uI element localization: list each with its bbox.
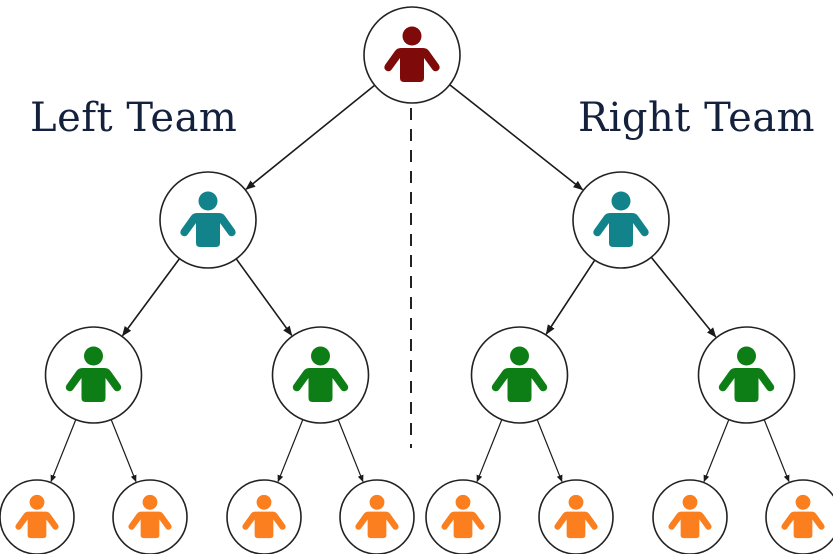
person-icon <box>242 494 286 539</box>
edge-left-a-to-left-a2 <box>110 419 137 483</box>
person-icon <box>718 346 775 402</box>
node-left-b <box>271 326 370 424</box>
edges <box>50 84 790 483</box>
edge-root-to-left-lead <box>245 84 376 190</box>
node-right-b1 <box>652 479 728 554</box>
edge-right-a-to-right-a2 <box>536 419 563 483</box>
edge-left-lead-to-left-a <box>121 258 181 337</box>
edge-left-b-to-left-b2 <box>337 419 364 483</box>
node-left-a2 <box>112 479 188 554</box>
nodes <box>0 6 833 554</box>
node-left-b1 <box>226 479 302 554</box>
person-icon <box>128 494 172 539</box>
person-icon <box>491 346 548 402</box>
node-root <box>363 6 461 104</box>
person-icon <box>384 26 440 82</box>
person-icon <box>593 191 649 247</box>
person-icon <box>554 494 598 539</box>
person-icon <box>65 346 122 402</box>
edge-left-a-to-left-a1 <box>50 419 77 483</box>
edge-right-b-to-right-b1 <box>703 419 730 483</box>
node-right-a1 <box>425 479 501 554</box>
person-icon <box>292 346 349 402</box>
edge-left-lead-to-left-b <box>235 258 293 337</box>
edge-right-lead-to-right-a <box>545 259 596 335</box>
right-team-label: Right Team <box>578 95 816 141</box>
node-right-a <box>470 326 569 424</box>
node-right-b2 <box>765 479 833 554</box>
node-left-a <box>44 326 143 424</box>
person-icon <box>781 494 825 539</box>
left-team-label: Left Team <box>30 95 238 141</box>
edge-root-to-right-lead <box>449 84 584 191</box>
node-left-lead <box>159 171 257 269</box>
node-right-b <box>697 326 796 424</box>
person-icon <box>668 494 712 539</box>
node-left-b2 <box>339 479 415 554</box>
node-right-lead <box>572 171 670 269</box>
edge-right-a-to-right-a1 <box>476 419 503 483</box>
edge-right-lead-to-right-b <box>650 256 717 338</box>
person-icon <box>355 494 399 539</box>
node-right-a2 <box>538 479 614 554</box>
edge-right-b-to-right-b2 <box>763 419 790 483</box>
node-left-a1 <box>0 479 75 554</box>
person-icon <box>15 494 59 539</box>
person-icon <box>180 191 236 247</box>
person-icon <box>441 494 485 539</box>
edge-left-b-to-left-b1 <box>277 419 304 483</box>
